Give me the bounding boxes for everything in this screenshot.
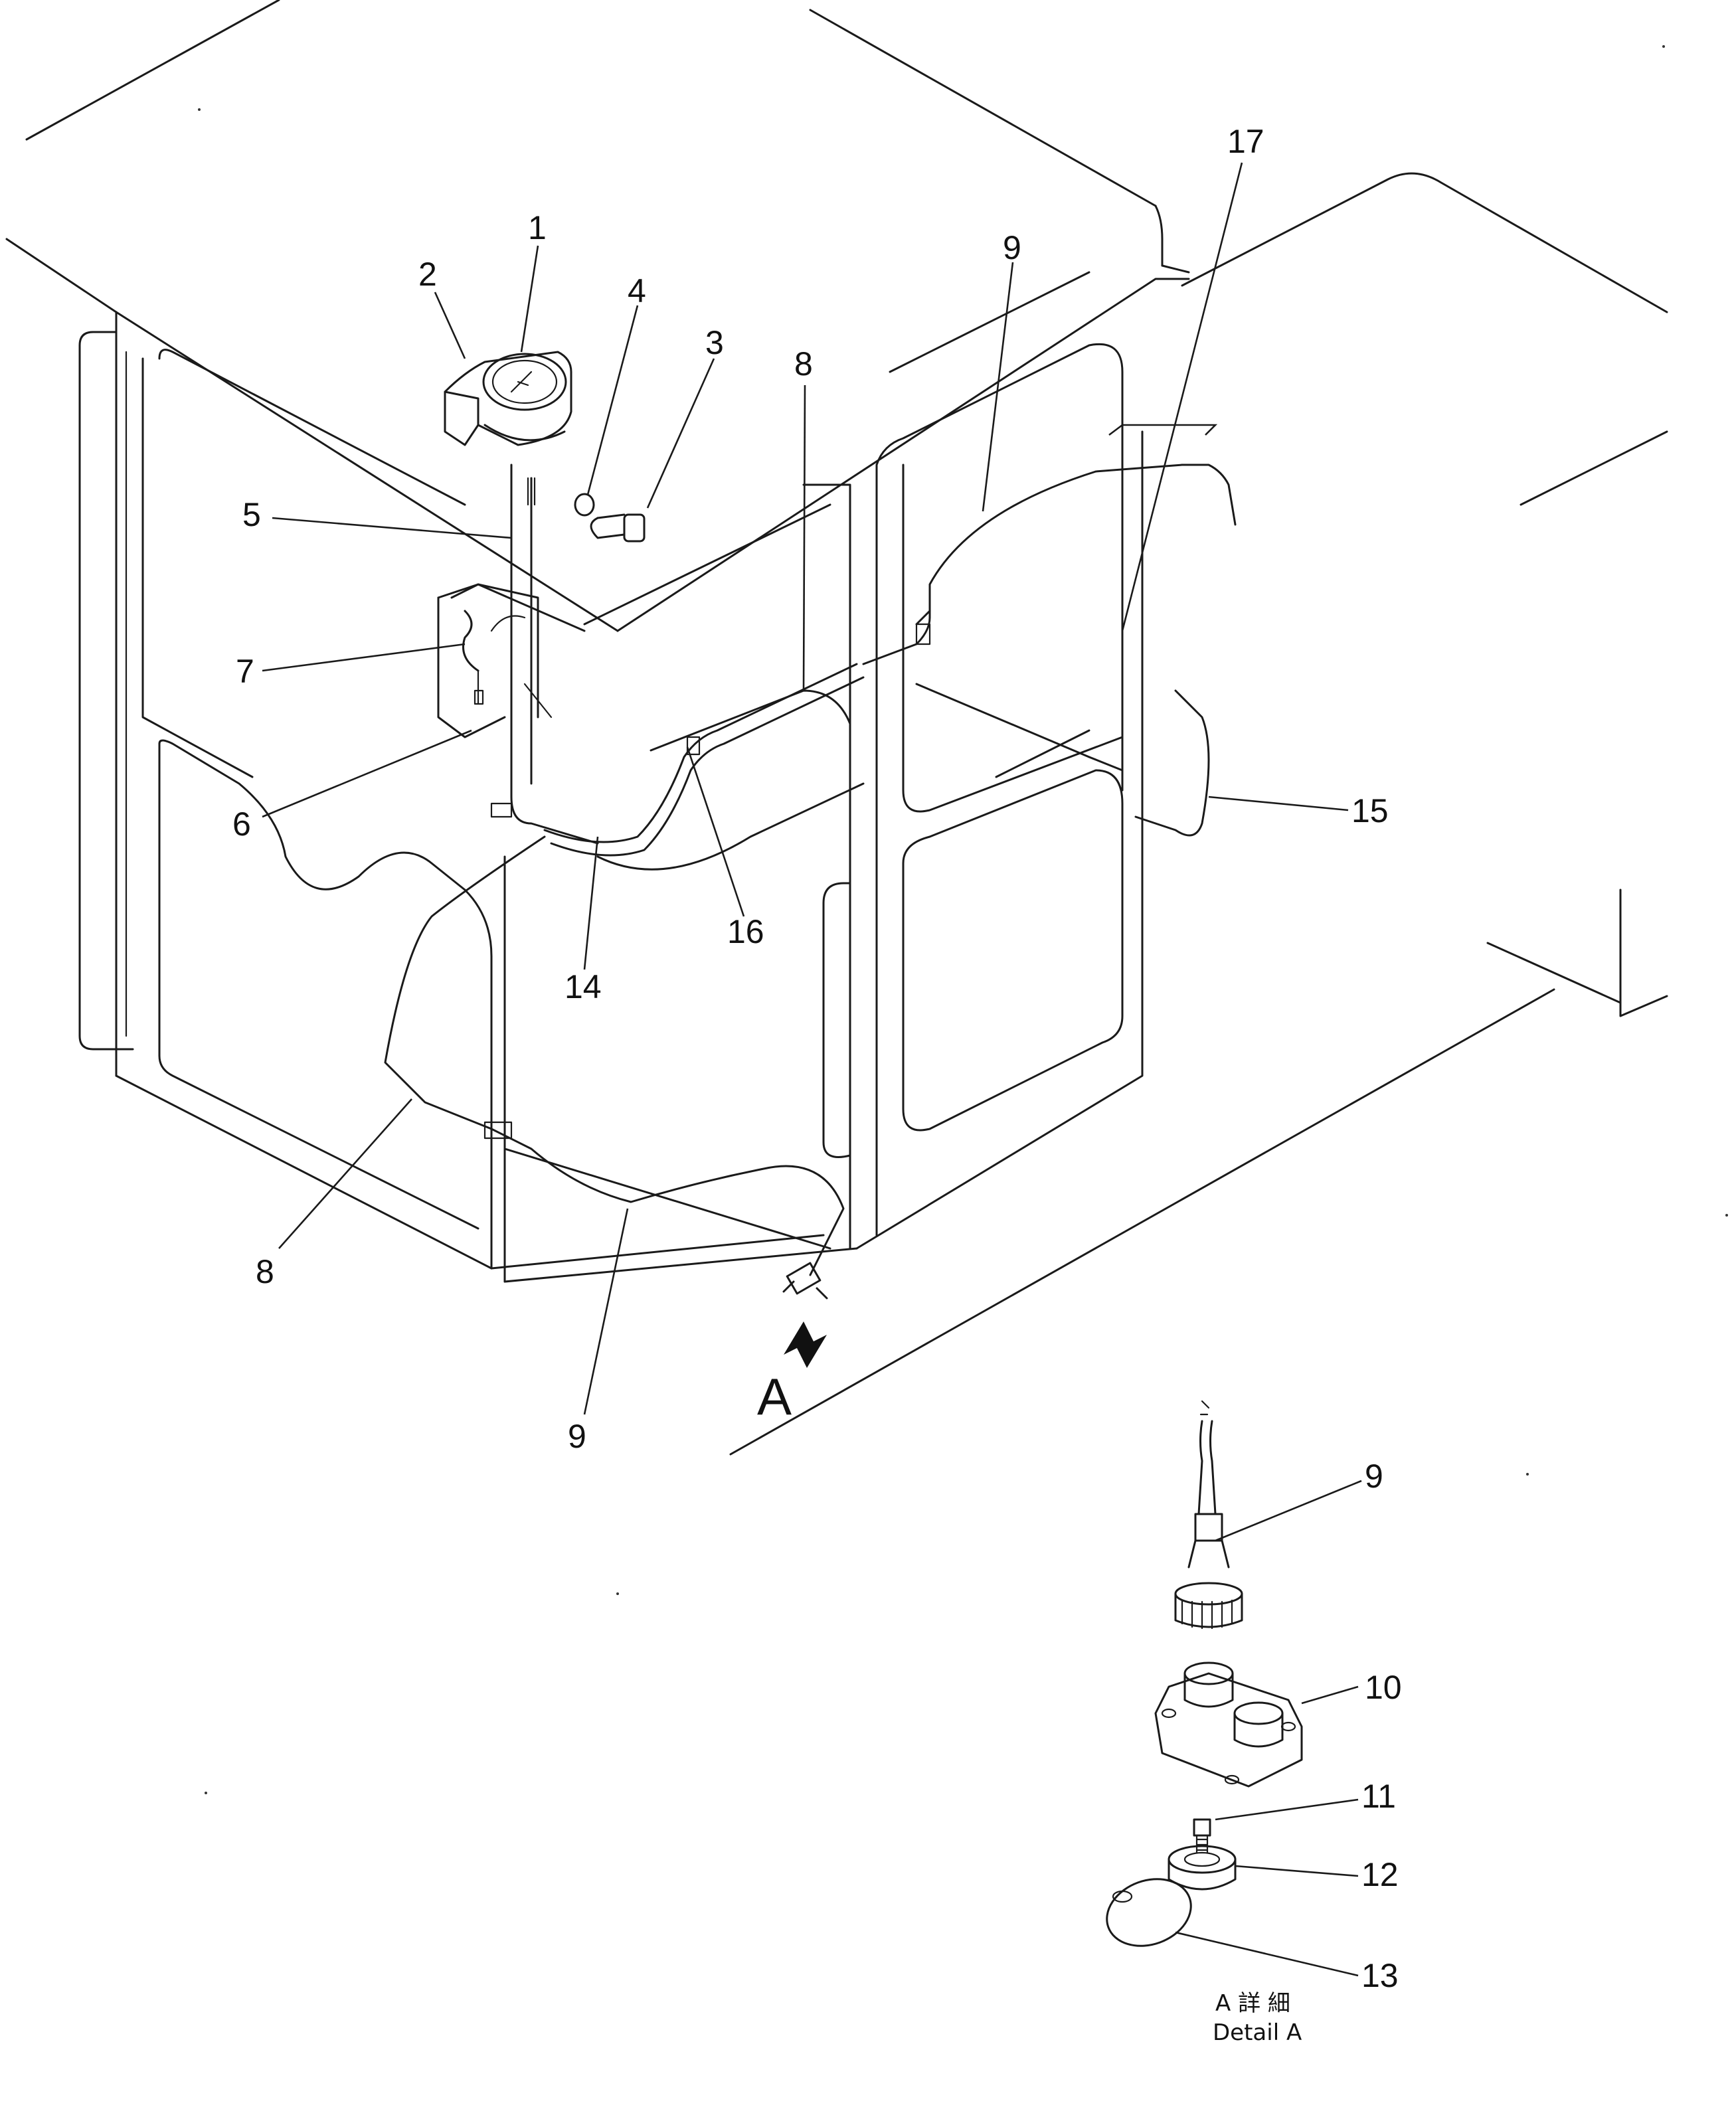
detail-caption-en: Detail A <box>1213 2019 1302 2046</box>
wiring-harness <box>384 464 1237 1300</box>
callout-2: 2 <box>418 256 437 293</box>
callout-13: 13 <box>1361 1957 1399 1994</box>
callout-9-detail: 9 <box>1365 1458 1383 1495</box>
callout-1: 1 <box>528 209 547 246</box>
view-a-arrow: A <box>757 1321 827 1426</box>
detail-caption-jp: A 詳 細 <box>1215 1990 1290 2017</box>
callout-8-lower: 8 <box>256 1253 274 1290</box>
leader-lines <box>262 162 1362 1977</box>
cab-outline <box>5 0 1668 1456</box>
callout-12: 12 <box>1361 1856 1399 1893</box>
callout-16: 16 <box>727 913 764 950</box>
gauge-assembly <box>444 351 646 543</box>
callout-10: 10 <box>1365 1669 1402 1706</box>
callout-5: 5 <box>242 496 261 533</box>
detail-a <box>1106 1400 1303 1947</box>
view-marker-a: A <box>757 1367 792 1426</box>
callout-4: 4 <box>628 272 646 309</box>
bracket <box>437 583 553 738</box>
callout-11: 11 <box>1361 1778 1396 1815</box>
callout-9-upper: 9 <box>1003 229 1021 266</box>
callout-17: 17 <box>1227 123 1264 160</box>
callout-3: 3 <box>705 324 724 361</box>
callout-8-upper: 8 <box>794 345 813 382</box>
callout-labels: 1 2 3 4 5 6 7 8 8 9 9 9 10 11 12 13 14 1… <box>232 123 1402 1994</box>
detail-caption: A 詳 細 Detail A <box>1213 1990 1302 2046</box>
scan-specks <box>198 45 1728 1794</box>
callout-15: 15 <box>1351 792 1389 829</box>
callout-6: 6 <box>232 806 251 843</box>
callout-9-lower: 9 <box>568 1418 586 1455</box>
callout-7: 7 <box>236 653 254 690</box>
callout-14: 14 <box>564 968 602 1005</box>
